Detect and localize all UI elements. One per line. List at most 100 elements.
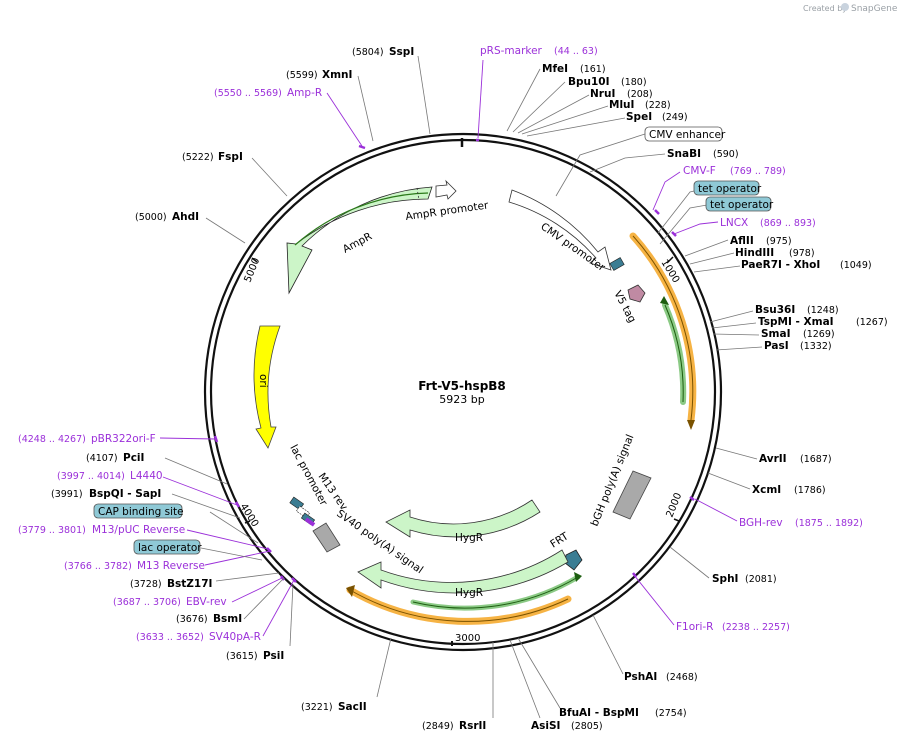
primer-name-ebv-rev[interactable]: EBV-rev (186, 596, 227, 608)
enzyme-name-aflii[interactable]: AflII (730, 235, 754, 247)
enzyme-name-mlui[interactable]: MluI (609, 99, 634, 111)
primer-name-lncx[interactable]: LNCX (720, 217, 748, 229)
cmv-promoter-feature[interactable] (508, 189, 612, 271)
lead-lncx (673, 221, 719, 235)
enzyme-pos-tspmi-xmai: (1267) (856, 317, 888, 328)
primer-range-m13-reverse: (3766 .. 3782) (64, 561, 132, 572)
bgh-polya-feature[interactable] (612, 470, 652, 520)
primer-tick-pbr322 (213, 435, 219, 443)
enzyme-name-xmni[interactable]: XmnI (322, 69, 352, 81)
primer-tick-cmvf (654, 209, 660, 215)
primer-name-l4440[interactable]: L4440 (130, 470, 163, 482)
enzyme-name-sspi[interactable]: SspI (389, 46, 414, 58)
lead-l4440 (162, 476, 238, 506)
enzyme-name-smai[interactable]: SmaI (761, 328, 791, 340)
boxed-labels: CMV enhancer tet operator tet operator C… (93, 126, 774, 555)
enzyme-name-psii[interactable]: PsiI (263, 650, 284, 662)
enzyme-name-sacii[interactable]: SacII (338, 701, 367, 713)
map-title: Frt-V5-hspB8 5923 bp (418, 379, 506, 406)
lac-operator-box[interactable] (133, 539, 201, 555)
enzyme-name-bsu36i[interactable]: Bsu36I (755, 304, 795, 316)
enzyme-pos-aflii: (975) (766, 236, 792, 247)
lead-pbr322 (159, 437, 216, 440)
hspb8-orf-line (632, 235, 694, 421)
ori-feature[interactable] (253, 325, 281, 449)
lead-sacii (376, 637, 392, 698)
enzyme-name-pshai[interactable]: PshAI (624, 671, 657, 683)
ampr-promoter-feature[interactable] (435, 179, 457, 200)
tick-1000 (666, 256, 674, 264)
lead-bstz17i (215, 572, 280, 582)
enzyme-name-ahdi[interactable]: AhdI (172, 211, 199, 223)
lead-f1ori (633, 574, 675, 626)
lead-sspi (417, 55, 431, 135)
enzyme-name-rsrii[interactable]: RsrII (459, 720, 486, 732)
sv40-polya-block[interactable] (312, 522, 341, 553)
lead-bpu10i (512, 81, 566, 133)
enzyme-pos-asisi: (2805) (571, 721, 603, 732)
primer-name-sv40pa-r[interactable]: SV40pA-R (209, 631, 261, 643)
ampr-feature[interactable] (286, 186, 433, 295)
lead-xmni (357, 75, 374, 142)
enzyme-name-nrui[interactable]: NruI (590, 88, 615, 100)
enzyme-name-paer7i-xhoi[interactable]: PaeR7I - XhoI (741, 259, 820, 271)
cmv-enhancer-box[interactable] (644, 126, 723, 142)
v5-tag-feature[interactable] (627, 284, 646, 303)
enzyme-pos-ahdi: (5000) (135, 212, 167, 223)
tet-operator-box-2[interactable] (705, 196, 772, 212)
primer-range-cmv-f: (769 .. 789) (730, 166, 786, 177)
enzyme-name-sphi[interactable]: SphI (712, 573, 738, 585)
enzyme-name-mfei[interactable]: MfeI (542, 63, 568, 75)
primer-name-amp-r[interactable]: Amp-R (287, 87, 322, 99)
tick-4000 (244, 520, 251, 524)
enzyme-pos-bspqi-sapi: (3991) (51, 489, 83, 500)
ampr-label: AmpR (341, 230, 374, 255)
lead-mlui (521, 105, 609, 135)
tet-operator-box-1[interactable] (693, 180, 760, 196)
primer-name-pbr322ori-f[interactable]: pBR322ori-F (91, 433, 156, 445)
enzyme-name-bspqi-sapi[interactable]: BspQI - SapI (89, 488, 161, 500)
hygr-inner-label: HygR (455, 532, 483, 544)
enzyme-name-bpu10i[interactable]: Bpu10I (568, 76, 610, 88)
lead-ebv (231, 577, 283, 603)
enzyme-name-pcii[interactable]: PciI (123, 452, 144, 464)
enzyme-name-bstz17i[interactable]: BstZ17I (167, 578, 212, 590)
enzyme-name-spei[interactable]: SpeI (626, 111, 652, 123)
lead-ampr-primer (326, 92, 363, 147)
enzyme-pos-xcmi: (1786) (794, 485, 826, 496)
enzyme-name-bfuai-bspmi[interactable]: BfuAI - BspMI (559, 707, 639, 719)
enzyme-pos-mlui: (228) (645, 100, 671, 111)
enzyme-name-bsmi[interactable]: BsmI (213, 613, 242, 625)
primer-name-f1ori-r[interactable]: F1ori-R (676, 621, 713, 633)
enzyme-pos-nrui: (208) (627, 89, 653, 100)
enzyme-name-fspi[interactable]: FspI (218, 151, 243, 163)
hspb8-orf-arrowhead (687, 420, 695, 430)
enzyme-name-hindiii[interactable]: HindIII (735, 247, 774, 259)
enzyme-pos-smai: (1269) (803, 329, 835, 340)
enzyme-name-avrii[interactable]: AvrII (759, 453, 787, 465)
hygr-outer-feature[interactable] (357, 549, 569, 594)
enzyme-pos-paer7i-xhoi: (1049) (840, 260, 872, 271)
primer-name-cmv-f[interactable]: CMV-F (683, 165, 716, 177)
lead-pcii (164, 457, 228, 485)
cap-binding-site-box[interactable] (93, 503, 183, 519)
enzyme-labels: (5804) SspI (5599) XmnI (5222) FspI (500… (51, 46, 888, 732)
hygr-outer-label: HygR (455, 587, 483, 599)
ampr-orf-line (294, 192, 429, 246)
enzyme-pos-spei: (249) (662, 112, 688, 123)
enzyme-name-tspmi-xmai[interactable]: TspMI - XmaI (758, 316, 834, 328)
primer-name-prs-marker[interactable]: pRS-marker (480, 45, 543, 57)
orange-orf-bottom-line (349, 589, 569, 622)
lead-fspi (251, 157, 288, 197)
primer-name-m13-puc-reverse[interactable]: M13/pUC Reverse (92, 524, 185, 536)
frt-feature[interactable] (564, 549, 583, 571)
enzyme-name-asisi[interactable]: AsiSI (531, 720, 560, 732)
tet-operator-marker[interactable] (609, 257, 625, 271)
primer-name-bgh-rev[interactable]: BGH-rev (739, 517, 783, 529)
primer-name-m13-reverse[interactable]: M13 Reverse (137, 560, 205, 572)
credit-brand: SnapGene (851, 4, 898, 14)
hygr-inner-feature[interactable] (385, 499, 541, 538)
enzyme-name-snabi[interactable]: SnaBI (667, 148, 701, 160)
enzyme-name-xcmi[interactable]: XcmI (752, 484, 781, 496)
enzyme-name-pasi[interactable]: PasI (764, 340, 789, 352)
